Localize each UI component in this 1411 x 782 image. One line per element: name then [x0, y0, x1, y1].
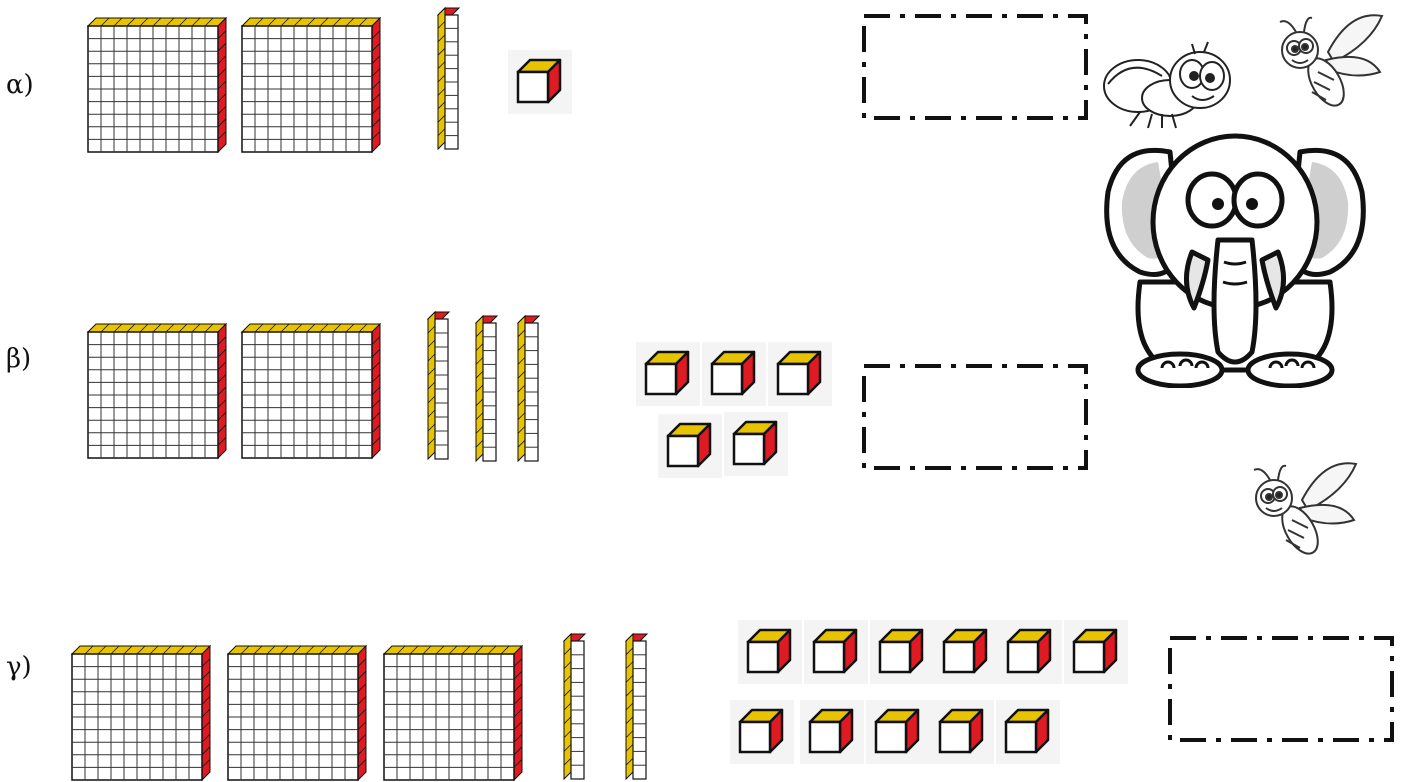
one-cube [998, 620, 1062, 684]
hundred-block [226, 644, 368, 782]
one-cube [702, 342, 766, 406]
one-cube [996, 700, 1060, 764]
one-cube [934, 620, 998, 684]
one-cube [768, 342, 832, 406]
bee-icon [1270, 8, 1390, 118]
one-cube [508, 50, 572, 114]
row-b-label: β) [6, 344, 31, 374]
one-cube [730, 700, 794, 764]
one-cube [866, 700, 930, 764]
one-cube [1064, 620, 1128, 684]
hundred-block [86, 16, 228, 154]
ten-rod [624, 632, 649, 781]
one-cube [804, 620, 868, 684]
ten-rod [516, 314, 541, 463]
hundred-block [70, 644, 212, 782]
one-cube [724, 412, 788, 476]
ten-rod [562, 632, 587, 781]
one-cube [738, 620, 802, 684]
row-c-label: γ) [6, 652, 32, 682]
hundred-block [86, 322, 228, 460]
answer-box-a[interactable] [858, 10, 1092, 124]
one-cube [800, 700, 864, 764]
one-cube [658, 414, 722, 478]
fly-icon [1100, 38, 1235, 133]
hundred-block [240, 322, 382, 460]
ten-rod [426, 310, 451, 461]
one-cube [930, 700, 994, 764]
one-cube [870, 620, 934, 684]
ten-rod [436, 6, 461, 151]
answer-box-b[interactable] [858, 360, 1092, 474]
row-a-label: α) [6, 70, 34, 100]
elephant-icon [1100, 132, 1370, 388]
answer-box-c[interactable] [1164, 632, 1398, 746]
hundred-block [382, 644, 524, 782]
ten-rod [474, 314, 499, 463]
one-cube [636, 342, 700, 406]
bee-icon [1244, 456, 1364, 566]
hundred-block [240, 16, 382, 154]
